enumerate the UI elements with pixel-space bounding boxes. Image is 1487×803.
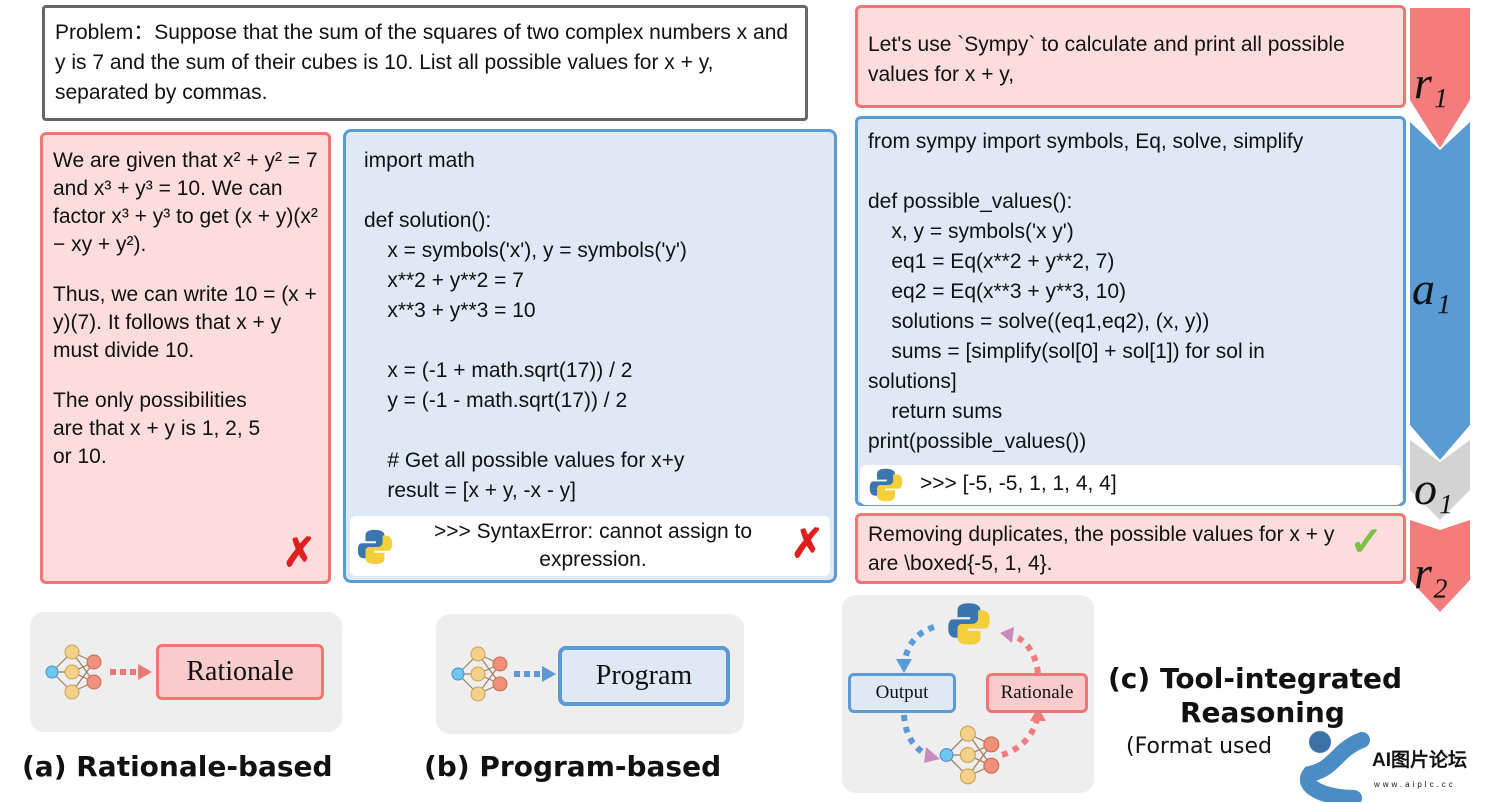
output-chip: Output [848, 673, 956, 713]
python-icon [356, 528, 394, 566]
rationale-p3: The only possibilities are that x + y is… [53, 389, 261, 468]
problem-prefix: Problem： [55, 21, 155, 44]
label-c: (c) Tool-integrated [1108, 662, 1403, 695]
watermark-logo [1300, 731, 1370, 802]
tir-r1-box: Let's use `Sympy` to calculate and print… [855, 5, 1406, 108]
python-icon [868, 467, 904, 503]
check-mark-icon: ✓ [1349, 520, 1383, 564]
program-chip: Program [558, 646, 730, 706]
panel-program-based: Program [436, 614, 744, 734]
rationale-chip: Rationale [156, 644, 324, 700]
dotted-arrow-icon [110, 664, 152, 680]
r1-arrow [1410, 8, 1470, 148]
rationale-p1: We are given that x² + y² = 7 and x³ + y… [53, 149, 318, 256]
o1-arrow [1410, 440, 1470, 520]
tir-output-text: >>> [-5, -5, 1, 1, 4, 4] [920, 472, 1117, 495]
label-c-3: (Format used [1126, 734, 1273, 759]
watermark-url: www.aiplc.cc [1374, 780, 1456, 789]
python-icon [946, 601, 992, 647]
tir-a1-box: from sympy import symbols, Eq, solve, si… [855, 116, 1406, 506]
wrong-mark-icon: ✗ [282, 531, 316, 575]
tir-r2-text: Removing duplicates, the possible values… [868, 523, 1335, 575]
tir-output: >>> [-5, -5, 1, 1, 4, 4] [860, 465, 1402, 505]
step-o1: o₁ [1414, 463, 1453, 514]
problem-text: Suppose that the sum of the squares of t… [55, 21, 789, 104]
label-a: (a) Rationale-based [22, 750, 333, 783]
tir-r1-text: Let's use `Sympy` to calculate and print… [868, 33, 1345, 86]
step-r1: r₁ [1414, 57, 1448, 108]
program-box: import math def solution(): x = symbols(… [343, 129, 837, 583]
program-code: import math def solution(): x = symbols(… [364, 149, 687, 502]
label-c-2: Reasoning [1180, 696, 1345, 729]
neural-network-icon [450, 644, 510, 704]
a1-arrow [1410, 122, 1470, 460]
problem-box: Problem：Suppose that the sum of the squa… [42, 5, 808, 121]
panel-tool-integrated: Output Rationale [842, 595, 1094, 793]
step-arrows [1410, 8, 1470, 612]
tir-code: from sympy import symbols, Eq, solve, si… [868, 130, 1304, 453]
wrong-mark-icon: ✗ [790, 522, 824, 566]
dotted-arrow-icon [514, 666, 556, 682]
rationale-chip: Rationale [986, 673, 1088, 713]
panel-rationale-based: Rationale [30, 612, 342, 732]
program-output: >>> SyntaxError: cannot assign to expres… [350, 516, 830, 576]
rationale-p2: Thus, we can write 10 = (x + y)(7). It f… [53, 283, 317, 362]
neural-network-icon [938, 723, 1002, 787]
cycle-arrows [896, 624, 1046, 763]
rationale-box: We are given that x² + y² = 7 and x³ + y… [40, 132, 331, 584]
program-output-text: >>> SyntaxError: cannot assign to expres… [433, 520, 753, 571]
neural-network-icon [44, 642, 104, 702]
tir-r2-box: Removing duplicates, the possible values… [855, 513, 1406, 584]
step-r2: r₂ [1414, 547, 1448, 598]
watermark-title: AI图片论坛 [1372, 750, 1468, 771]
r2-arrow [1410, 520, 1470, 612]
step-a1: a₁ [1412, 263, 1451, 314]
label-b: (b) Program-based [424, 750, 722, 783]
